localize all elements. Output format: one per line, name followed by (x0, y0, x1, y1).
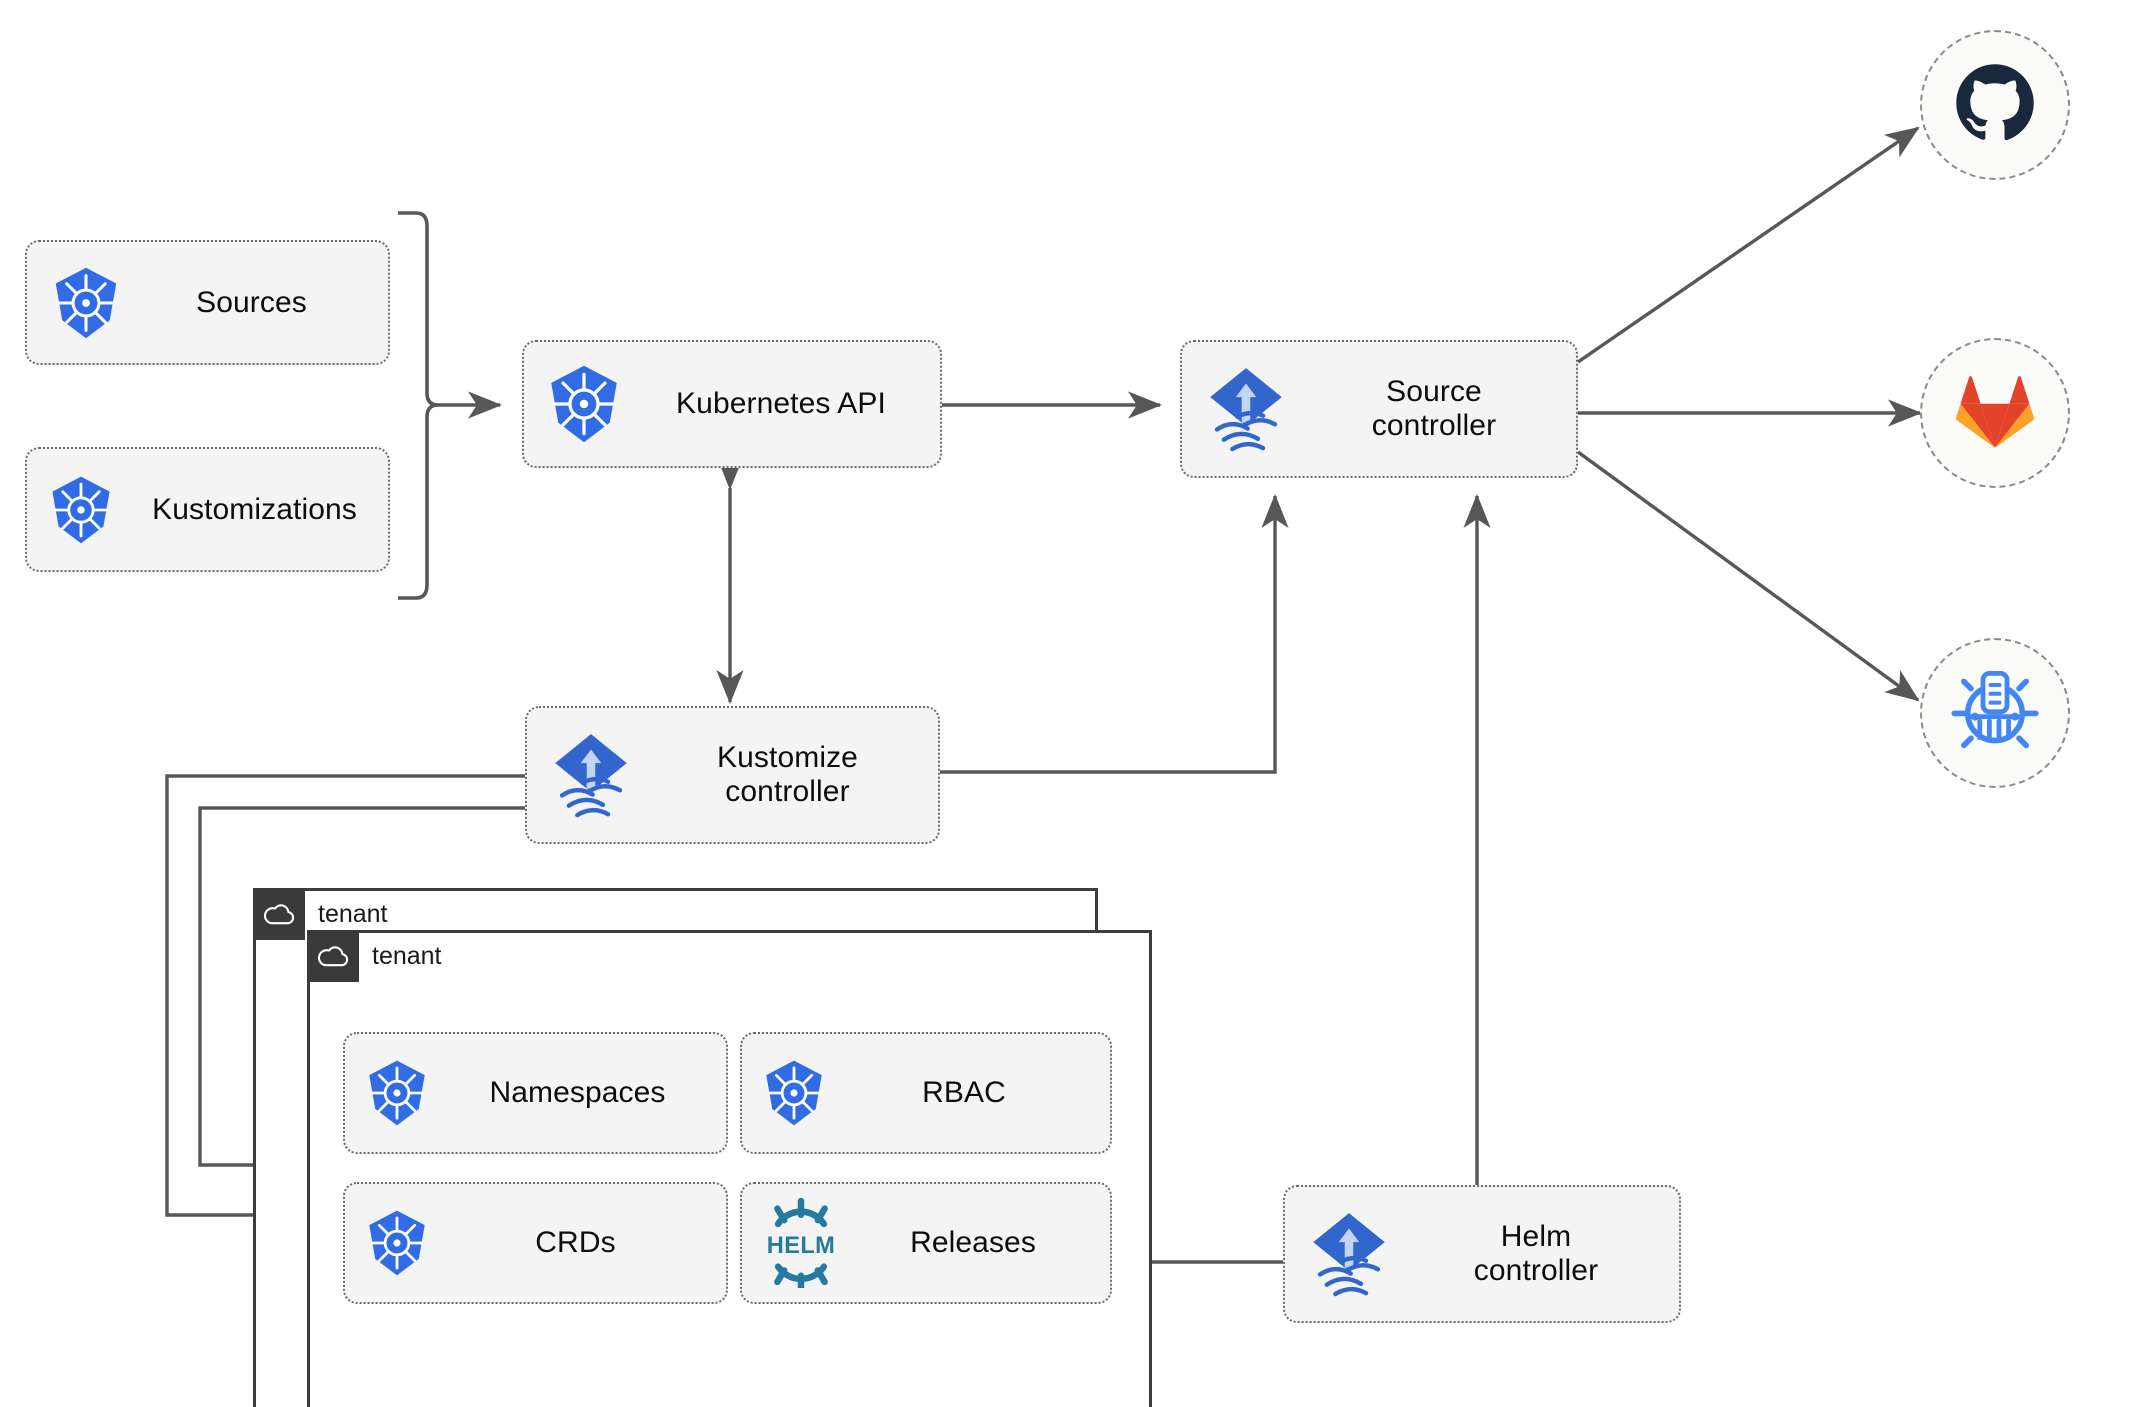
node-releases[interactable]: HELM Releases (740, 1182, 1112, 1304)
node-label-crds: CRDs (535, 1226, 616, 1260)
node-rbac[interactable]: RBAC (740, 1032, 1112, 1154)
flux-icon (1285, 1208, 1413, 1300)
node-label-sources: Sources (196, 285, 307, 319)
endpoint-github[interactable] (1920, 30, 2070, 180)
kubernetes-icon (524, 363, 644, 445)
edge-source-controller-to-chartmuseum (1576, 450, 1920, 702)
github-icon (1951, 59, 2039, 152)
tenant-label-2: tenant (372, 941, 442, 970)
endpoint-gitlab[interactable] (1920, 338, 2070, 488)
node-sources[interactable]: Sources (25, 240, 390, 365)
edge-kustomize-controller-to-source-controller (940, 493, 1289, 774)
node-kustomize-controller[interactable]: Kustomize controller (525, 706, 940, 844)
cloud-icon (253, 888, 305, 940)
tenant-label-1: tenant (318, 899, 388, 928)
kubernetes-icon (27, 474, 135, 546)
chartmuseum-icon (1951, 667, 2039, 760)
helm-icon: HELM (742, 1198, 860, 1288)
kubernetes-icon (742, 1058, 846, 1128)
node-label-kustomize-controller: Kustomize controller (717, 741, 858, 808)
kubernetes-icon (27, 265, 145, 341)
node-label-kubernetes-api: Kubernetes API (676, 387, 886, 421)
kubernetes-icon (345, 1058, 449, 1128)
node-label-releases: Releases (910, 1226, 1036, 1260)
flux-icon (527, 729, 655, 821)
node-helm-controller[interactable]: Helm controller (1283, 1185, 1681, 1323)
cloud-icon (307, 930, 359, 982)
node-source-controller[interactable]: Source controller (1180, 340, 1578, 478)
edge-group-brace (398, 211, 439, 600)
edge-source-controller-to-github (1577, 126, 1920, 364)
edge-kustomize-controller-to-tenant-2 (198, 806, 525, 1179)
flux-icon (1182, 363, 1310, 455)
node-label-kustomizations: Kustomizations (152, 492, 357, 526)
node-label-rbac: RBAC (922, 1076, 1006, 1110)
kubernetes-icon (345, 1208, 449, 1278)
node-label-source-controller: Source controller (1371, 375, 1497, 442)
tenant-group-box-2[interactable]: tenant (307, 930, 1152, 1407)
node-namespaces[interactable]: Namespaces (343, 1032, 728, 1154)
gitlab-icon (1954, 372, 2036, 455)
node-label-helm-controller: Helm controller (1473, 1220, 1599, 1287)
node-kustomizations[interactable]: Kustomizations (25, 447, 390, 572)
node-crds[interactable]: CRDs (343, 1182, 728, 1304)
endpoint-chartmuseum[interactable] (1920, 638, 2070, 788)
svg-text:HELM: HELM (767, 1233, 835, 1259)
node-kubernetes-api[interactable]: Kubernetes API (522, 340, 942, 468)
node-label-namespaces: Namespaces (489, 1076, 666, 1110)
